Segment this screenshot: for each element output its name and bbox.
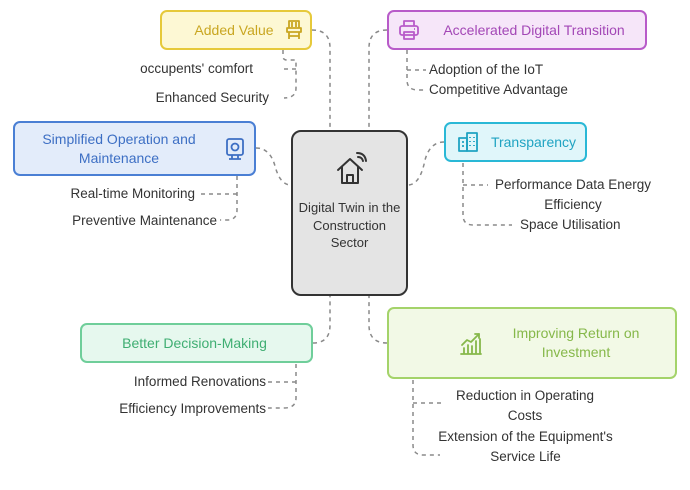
printer-icon: [399, 20, 419, 40]
connector-decision: [312, 296, 331, 344]
connector-decision-items: [268, 364, 297, 409]
connector-simplified: [255, 147, 292, 186]
transparency-item-1: Performance Data Energy Efficiency: [494, 177, 652, 212]
transparency-item-2: Space Utilisation: [520, 217, 621, 232]
simplified-item-1: Real-time Monitoring: [70, 186, 195, 201]
connector-roi-items: [412, 380, 440, 456]
building-icon: [458, 132, 478, 152]
added-value-label: Added Value: [194, 21, 274, 38]
connector-simplified-items: [220, 176, 238, 221]
connector-accelerated: [368, 29, 388, 130]
accelerated-box: Accelerated Digital Transition: [387, 10, 647, 50]
added-value-item-2: Enhanced Security: [155, 90, 269, 105]
growth-chart-icon: [460, 333, 482, 355]
decision-box: Better Decision-Making: [80, 323, 313, 363]
camera-icon: [226, 138, 244, 160]
roi-item-2: Extension of the Equipment's Service Lif…: [438, 429, 613, 464]
connector-added-value-items: [282, 50, 297, 99]
transparency-label: Transparency: [490, 133, 577, 150]
chair-icon: [286, 20, 302, 39]
center-node: Digital Twin in the Construction Sector: [291, 130, 408, 296]
accelerated-item-1: Adoption of the IoT: [429, 62, 544, 77]
connector-transparency: [407, 141, 445, 186]
decision-item-2: Efficiency Improvements: [119, 401, 266, 416]
transparency-box: Transparency: [444, 122, 587, 162]
roi-box: Improving Return on Investment: [387, 307, 677, 379]
simplified-label: Simplified Operation and Maintenance: [42, 130, 196, 166]
connector-roi: [368, 296, 388, 344]
connector-added-value: [311, 29, 331, 130]
added-value-item-1: occupents' comfort: [140, 61, 253, 76]
decision-label: Better Decision-Making: [122, 334, 267, 351]
decision-item-1: Informed Renovations: [133, 374, 266, 389]
roi-item-1: Reduction in Operating Costs: [455, 388, 595, 423]
simplified-box: Simplified Operation and Maintenance: [13, 121, 256, 176]
accelerated-label: Accelerated Digital Transition: [443, 21, 625, 38]
roi-label: Improving Return on Investment: [512, 325, 640, 360]
added-value-box: Added Value: [160, 10, 312, 50]
accelerated-item-2: Competitive Advantage: [429, 82, 568, 97]
center-label: Digital Twin in the Construction Sector: [298, 200, 401, 250]
simplified-item-2: Preventive Maintenance: [72, 213, 217, 228]
smart-home-icon: [337, 152, 367, 184]
